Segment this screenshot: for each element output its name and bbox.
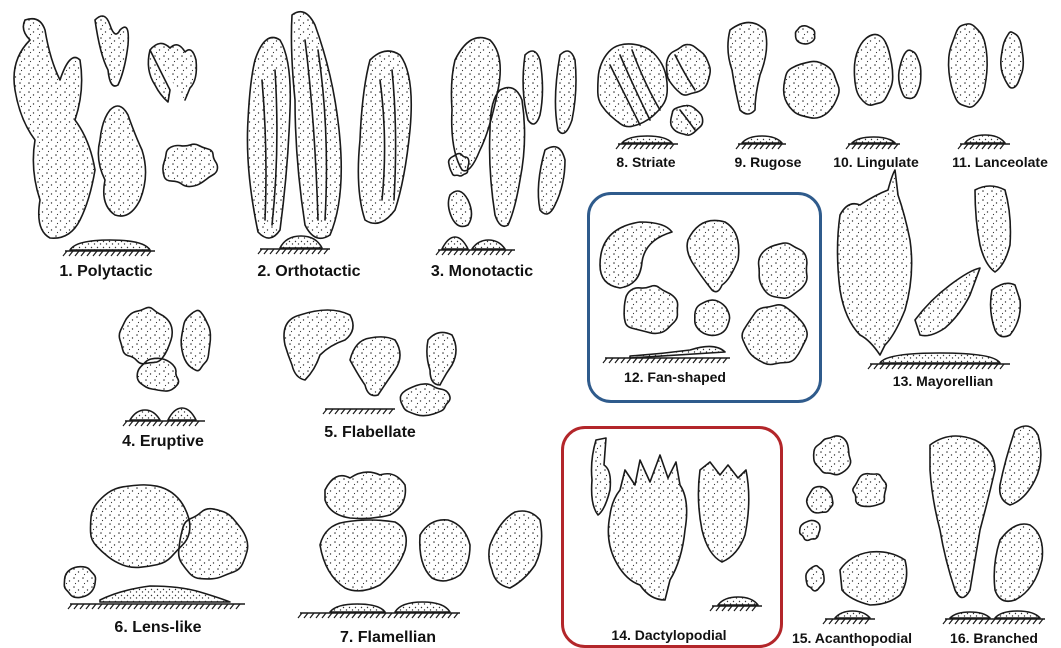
eruptive-ground-cell-a — [130, 410, 160, 420]
dactylopodial-highlight-box — [561, 426, 783, 648]
polytactic-ground — [63, 251, 155, 256]
branched-ground — [943, 619, 1045, 624]
lanceolate-cell-b — [1001, 32, 1023, 88]
label-branched: 16. Branched — [950, 631, 1038, 645]
label-lingulate: 10. Lingulate — [833, 155, 919, 169]
polytactic-cell-mid — [98, 106, 145, 216]
rugose-cell-b — [784, 61, 839, 118]
eruptive-ground — [123, 421, 205, 426]
polytactic-cell-large — [14, 19, 95, 238]
flamellian-cell-d — [489, 511, 542, 588]
label-lanceolate: 11. Lanceolate — [952, 155, 1048, 169]
acanthopodial-cell-f — [806, 566, 824, 591]
rugose-cell-c — [795, 26, 814, 44]
branched-network-cell — [930, 436, 995, 598]
lanceolate-ground — [958, 144, 1010, 149]
label-striate: 8. Striate — [616, 155, 675, 169]
label-monotactic: 3. Monotactic — [431, 264, 533, 280]
label-orthotactic: 2. Orthotactic — [257, 264, 360, 280]
polytactic-cell-fan — [163, 144, 218, 186]
monotactic-cell-c — [555, 51, 576, 133]
lens-like-cell-a — [91, 485, 190, 568]
acanthopodial-ground — [823, 619, 875, 624]
rugose-cell-a — [728, 23, 767, 115]
acanthopodial-cell-c — [807, 487, 833, 513]
label-polytactic: 1. Polytactic — [59, 264, 152, 280]
acanthopodial-ground-cell — [835, 611, 870, 618]
mayorellian-cell-c — [915, 268, 980, 336]
flabellate-cell-b — [350, 337, 400, 396]
orthotactic-cell-b — [291, 12, 341, 239]
flabellate-cell-a — [284, 310, 353, 380]
monotactic-ground — [436, 250, 515, 255]
mayorellian-cell-a — [838, 170, 912, 355]
striate-ground — [616, 144, 678, 149]
flamellian-cell-c — [420, 520, 470, 581]
lens-like-ground-cell — [100, 586, 230, 602]
eruptive-cell-a — [119, 307, 172, 363]
striate-cell-c — [671, 105, 703, 135]
label-rugose: 9. Rugose — [735, 155, 802, 169]
flamellian-cell-a — [325, 472, 405, 518]
lens-like-ground — [68, 604, 245, 609]
flabellate-ground — [323, 409, 395, 414]
lens-like-cell-b — [179, 509, 248, 579]
acanthopodial-cell-a — [814, 436, 851, 475]
orthotactic-cell-a — [247, 38, 290, 239]
monotactic-ground-cell-a — [442, 237, 468, 249]
acanthopodial-cell-d — [800, 520, 820, 540]
lanceolate-cell-a — [949, 24, 988, 107]
mayorellian-cell-b — [975, 186, 1010, 272]
lens-like-cell-c — [64, 567, 95, 598]
monotactic-ground-cell-b — [472, 240, 505, 249]
lingulate-cell-b — [899, 50, 921, 98]
flabellate-cell-c — [427, 332, 456, 385]
monotactic-cell-d — [490, 88, 525, 227]
eruptive-cell-c — [181, 310, 210, 370]
rugose-ground-cell — [742, 136, 782, 143]
acanthopodial-cell-e — [840, 552, 907, 605]
monotactic-cell-b — [523, 51, 542, 124]
monotactic-cell-e — [538, 147, 565, 214]
flamellian-ground-cell-a — [330, 604, 385, 612]
label-eruptive: 4. Eruptive — [122, 434, 204, 450]
label-flamellian: 7. Flamellian — [340, 630, 436, 646]
monotactic-cell-a-uroid — [449, 154, 469, 176]
monotactic-cell-f — [448, 191, 471, 226]
flamellian-ground-cell-b — [395, 602, 450, 612]
striate-cell-b — [666, 45, 710, 95]
branched-cell-c — [994, 524, 1042, 601]
label-lens-like: 6. Lens-like — [114, 620, 201, 636]
lanceolate-ground-cell — [965, 135, 1005, 143]
orthotactic-ground — [258, 249, 330, 254]
lingulate-cell-a — [854, 34, 892, 105]
eruptive-ground-cell-b — [168, 408, 196, 420]
mayorellian-ground — [868, 364, 1010, 369]
label-dactylopodial: 14. Dactylopodial — [611, 628, 726, 642]
flamellian-cell-b — [320, 520, 406, 591]
branched-cell-b — [1000, 426, 1041, 505]
polytactic-cell-branched — [148, 43, 196, 102]
label-flabellate: 5. Flabellate — [324, 425, 416, 441]
polytactic-cell-small — [95, 16, 128, 86]
polytactic-ground-cell — [70, 240, 150, 250]
branched-ground-cell-b — [995, 611, 1040, 618]
flamellian-ground — [298, 613, 460, 618]
flabellate-cell-d — [400, 384, 450, 416]
lingulate-ground — [846, 144, 900, 149]
striate-ground-cell — [622, 136, 672, 143]
acanthopodial-cell-b — [853, 474, 886, 507]
branched-ground-cell-a — [950, 612, 990, 618]
label-mayorellian: 13. Mayorellian — [893, 374, 993, 388]
mayorellian-ground-cell — [880, 353, 1000, 363]
eruptive-cell-b — [137, 358, 178, 391]
lingulate-ground-cell — [852, 137, 895, 143]
mayorellian-cell-d — [991, 283, 1021, 336]
striate-cell-a — [598, 44, 667, 127]
label-fan-shaped: 12. Fan-shaped — [624, 370, 726, 384]
rugose-ground — [736, 144, 786, 149]
label-acanthopodial: 15. Acanthopodial — [792, 631, 912, 645]
